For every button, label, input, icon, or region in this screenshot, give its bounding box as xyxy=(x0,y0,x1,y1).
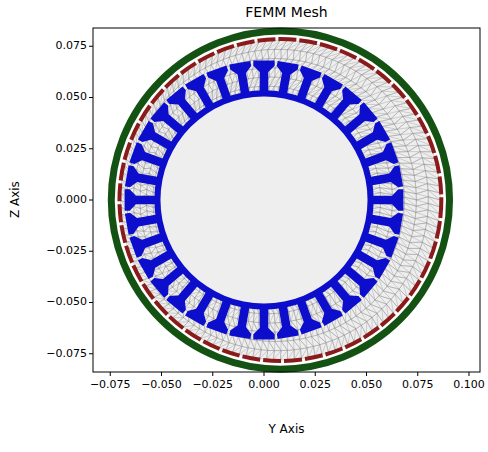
stator-tooth xyxy=(129,232,165,257)
stator-tooth xyxy=(166,86,199,121)
rotor-yoke xyxy=(111,31,449,369)
tick-label: −0.025 xyxy=(46,245,87,257)
tick-label: −0.075 xyxy=(46,348,87,360)
tick-label: 0.025 xyxy=(56,143,88,155)
tick-label: 0.050 xyxy=(351,379,383,391)
stator-tooth xyxy=(150,265,185,298)
stator-tooth xyxy=(329,86,362,121)
stator-tooth xyxy=(253,61,274,94)
tick-mark xyxy=(89,302,93,303)
stator-tooth xyxy=(206,299,231,335)
stator-tooth xyxy=(125,189,158,210)
tick-label: 0.000 xyxy=(248,379,280,391)
stator-tooth xyxy=(296,299,321,335)
tick-label: 0.025 xyxy=(300,379,332,391)
stator-tooth xyxy=(354,121,390,150)
mesh-lines xyxy=(121,40,441,360)
stator-tooth xyxy=(125,165,160,187)
stator-tooth xyxy=(185,74,214,110)
tick-label: −0.050 xyxy=(141,379,182,391)
stator-tooth xyxy=(229,61,251,96)
axes-frame xyxy=(93,28,480,372)
mesh xyxy=(121,40,441,360)
tick-mark xyxy=(264,372,265,376)
tick-label: −0.050 xyxy=(46,296,87,308)
stator-tooth xyxy=(166,279,199,314)
tick-mark xyxy=(315,372,316,376)
stator-tooth xyxy=(368,213,403,235)
tick-label: −0.025 xyxy=(192,379,233,391)
stator-tooth xyxy=(229,304,251,339)
tick-mark xyxy=(89,353,93,354)
tick-mark xyxy=(89,251,93,252)
stator-tooth xyxy=(206,65,231,101)
tick-mark xyxy=(469,372,470,376)
tick-label: 0.075 xyxy=(56,40,88,52)
stator-tooth xyxy=(129,142,165,167)
tick-mark xyxy=(89,148,93,149)
tick-mark xyxy=(89,46,93,47)
stator-tooth xyxy=(343,265,378,298)
stator-tooth xyxy=(368,165,403,187)
tick-mark xyxy=(212,372,213,376)
axis-label: Y Axis xyxy=(268,423,304,436)
tick-mark xyxy=(110,372,111,376)
stator-tooth xyxy=(185,290,214,326)
plot-title: FEMM Mesh xyxy=(245,5,327,20)
stator-tooth xyxy=(138,250,174,279)
stator-tooth xyxy=(363,232,399,257)
stator-tooth xyxy=(314,74,343,110)
stator-tooth xyxy=(371,189,404,210)
tick-mark xyxy=(89,97,93,98)
stator-tooth xyxy=(277,304,299,339)
mesh-fill xyxy=(121,40,441,360)
stator-tooth xyxy=(125,213,160,235)
tick-mark xyxy=(417,372,418,376)
stator-tooth xyxy=(343,102,378,135)
stator-tooth xyxy=(329,279,362,314)
magnet-ring xyxy=(119,39,441,361)
stator-tooth xyxy=(314,290,343,326)
stator-ring xyxy=(154,90,373,309)
tick-label: 0.050 xyxy=(56,91,88,103)
tick-label: 0.100 xyxy=(453,379,485,391)
stator-tooth xyxy=(277,61,299,96)
stator-tooth xyxy=(363,142,399,167)
stator-tooth xyxy=(296,65,321,101)
axis-label: Z Axis xyxy=(8,182,21,219)
stator-tooth xyxy=(138,121,174,150)
stator-tooth xyxy=(253,307,274,340)
tick-label: −0.075 xyxy=(90,379,131,391)
tick-label: 0.075 xyxy=(402,379,434,391)
tick-mark xyxy=(161,372,162,376)
stator-tooth xyxy=(150,102,185,135)
tick-mark xyxy=(89,200,93,201)
tick-label: 0.000 xyxy=(56,194,88,206)
tick-mark xyxy=(366,372,367,376)
stator-tooth xyxy=(354,250,390,279)
